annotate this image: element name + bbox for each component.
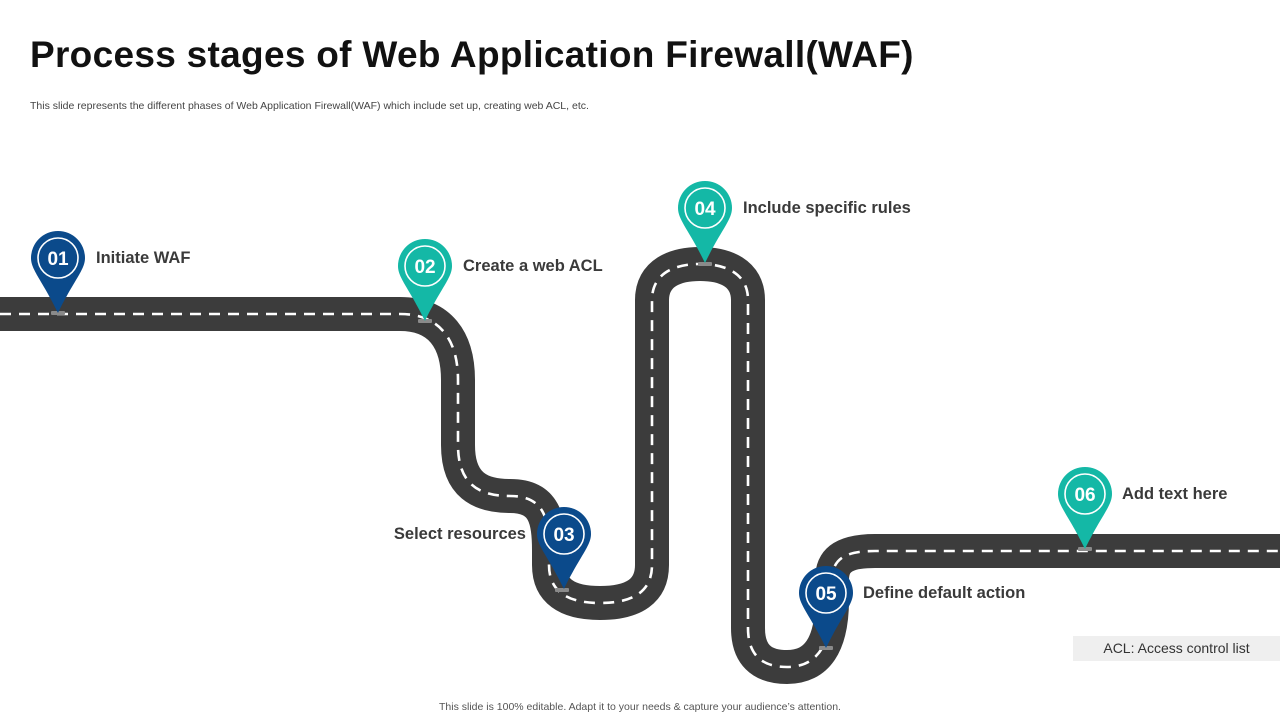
stage-05-label: Define default action	[863, 584, 1026, 602]
stage-06-pin: 06	[1058, 467, 1112, 549]
stage-01-pin: 01	[31, 231, 85, 313]
stage-03-number: 03	[553, 525, 574, 546]
stage-05-pin: 05	[799, 566, 853, 648]
page-title: Process stages of Web Application Firewa…	[30, 34, 914, 75]
road-surface	[0, 264, 1280, 667]
map-pin-icon	[799, 566, 853, 648]
map-pin-icon	[537, 507, 591, 589]
stage-02-number: 02	[414, 257, 435, 278]
stage-01-number: 01	[47, 249, 69, 270]
pin-inner-ring	[805, 572, 847, 614]
stage-04-pin: 04	[678, 181, 732, 263]
pin-inner-ring	[404, 245, 446, 287]
stage-06-label: Add text here	[1122, 485, 1228, 503]
stage-04-label: Include specific rules	[743, 199, 911, 217]
road-marker-04	[698, 262, 712, 266]
stage-06-number: 06	[1074, 485, 1095, 506]
stage-05-number: 05	[815, 584, 837, 605]
map-pin-icon	[678, 181, 732, 263]
road-marker-03	[555, 588, 569, 592]
pin-inner-ring	[684, 187, 726, 229]
pin-inner-ring	[37, 237, 79, 279]
pin-inner-ring	[1064, 473, 1106, 515]
stage-01-label: Initiate WAF	[96, 249, 191, 267]
pin-inner-ring	[543, 513, 585, 555]
stage-02-pin: 02	[398, 239, 452, 321]
map-pin-icon	[398, 239, 452, 321]
map-pin-icon	[31, 231, 85, 313]
stage-04-number: 04	[694, 199, 716, 220]
stage-02-label: Create a web ACL	[463, 257, 603, 275]
map-pin-icon	[1058, 467, 1112, 549]
stage-03-label: Select resources	[393, 525, 526, 543]
stage-03-pin: 03	[537, 507, 591, 589]
acl-definition-note: ACL: Access control list	[1073, 636, 1280, 661]
footer-note: This slide is 100% editable. Adapt it to…	[439, 701, 841, 713]
page-subtitle: This slide represents the different phas…	[30, 100, 589, 112]
